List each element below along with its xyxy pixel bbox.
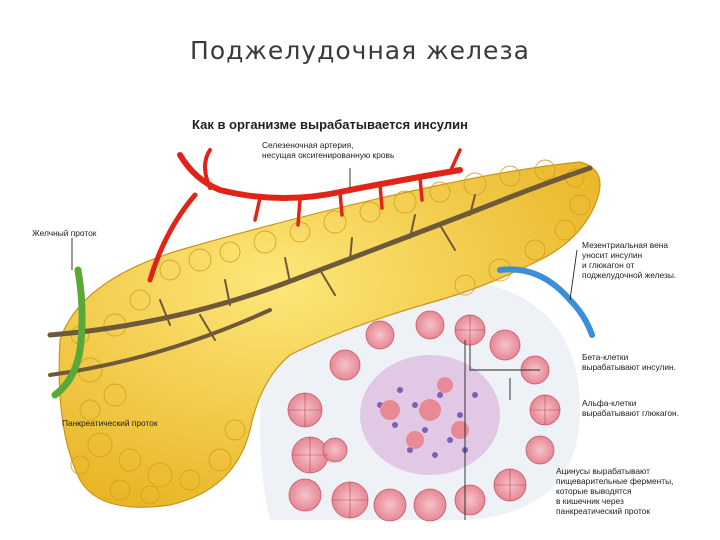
label-splenic-artery: Селезеночная артерия, несущая оксигениро…	[262, 140, 395, 160]
label-bile-duct: Желчный проток	[32, 228, 97, 238]
pancreas-illustration	[47, 148, 601, 522]
pancreas-body	[58, 159, 601, 508]
leader-lines	[71, 168, 578, 520]
label-beta-cells: Бета-клетки вырабатывают инсулин.	[582, 352, 677, 372]
figure-heading: Как в организме вырабатывается инсулин	[192, 117, 468, 132]
islet-of-langerhans	[360, 355, 500, 475]
slide-title: Поджелудочная железа	[190, 36, 530, 65]
label-mesenteric-vein: Мезентриальная вена уносит инсулин и глю…	[582, 240, 677, 280]
bile-duct	[51, 266, 86, 399]
label-alpha-cells: Альфа-клетки вырабатывают глюкагон.	[582, 398, 680, 418]
splenic-artery	[147, 148, 463, 283]
label-acini: Ацинусы вырабатывают пищеварительные фер…	[556, 466, 674, 516]
label-pancreatic-duct: Панкреатический проток	[62, 418, 158, 428]
